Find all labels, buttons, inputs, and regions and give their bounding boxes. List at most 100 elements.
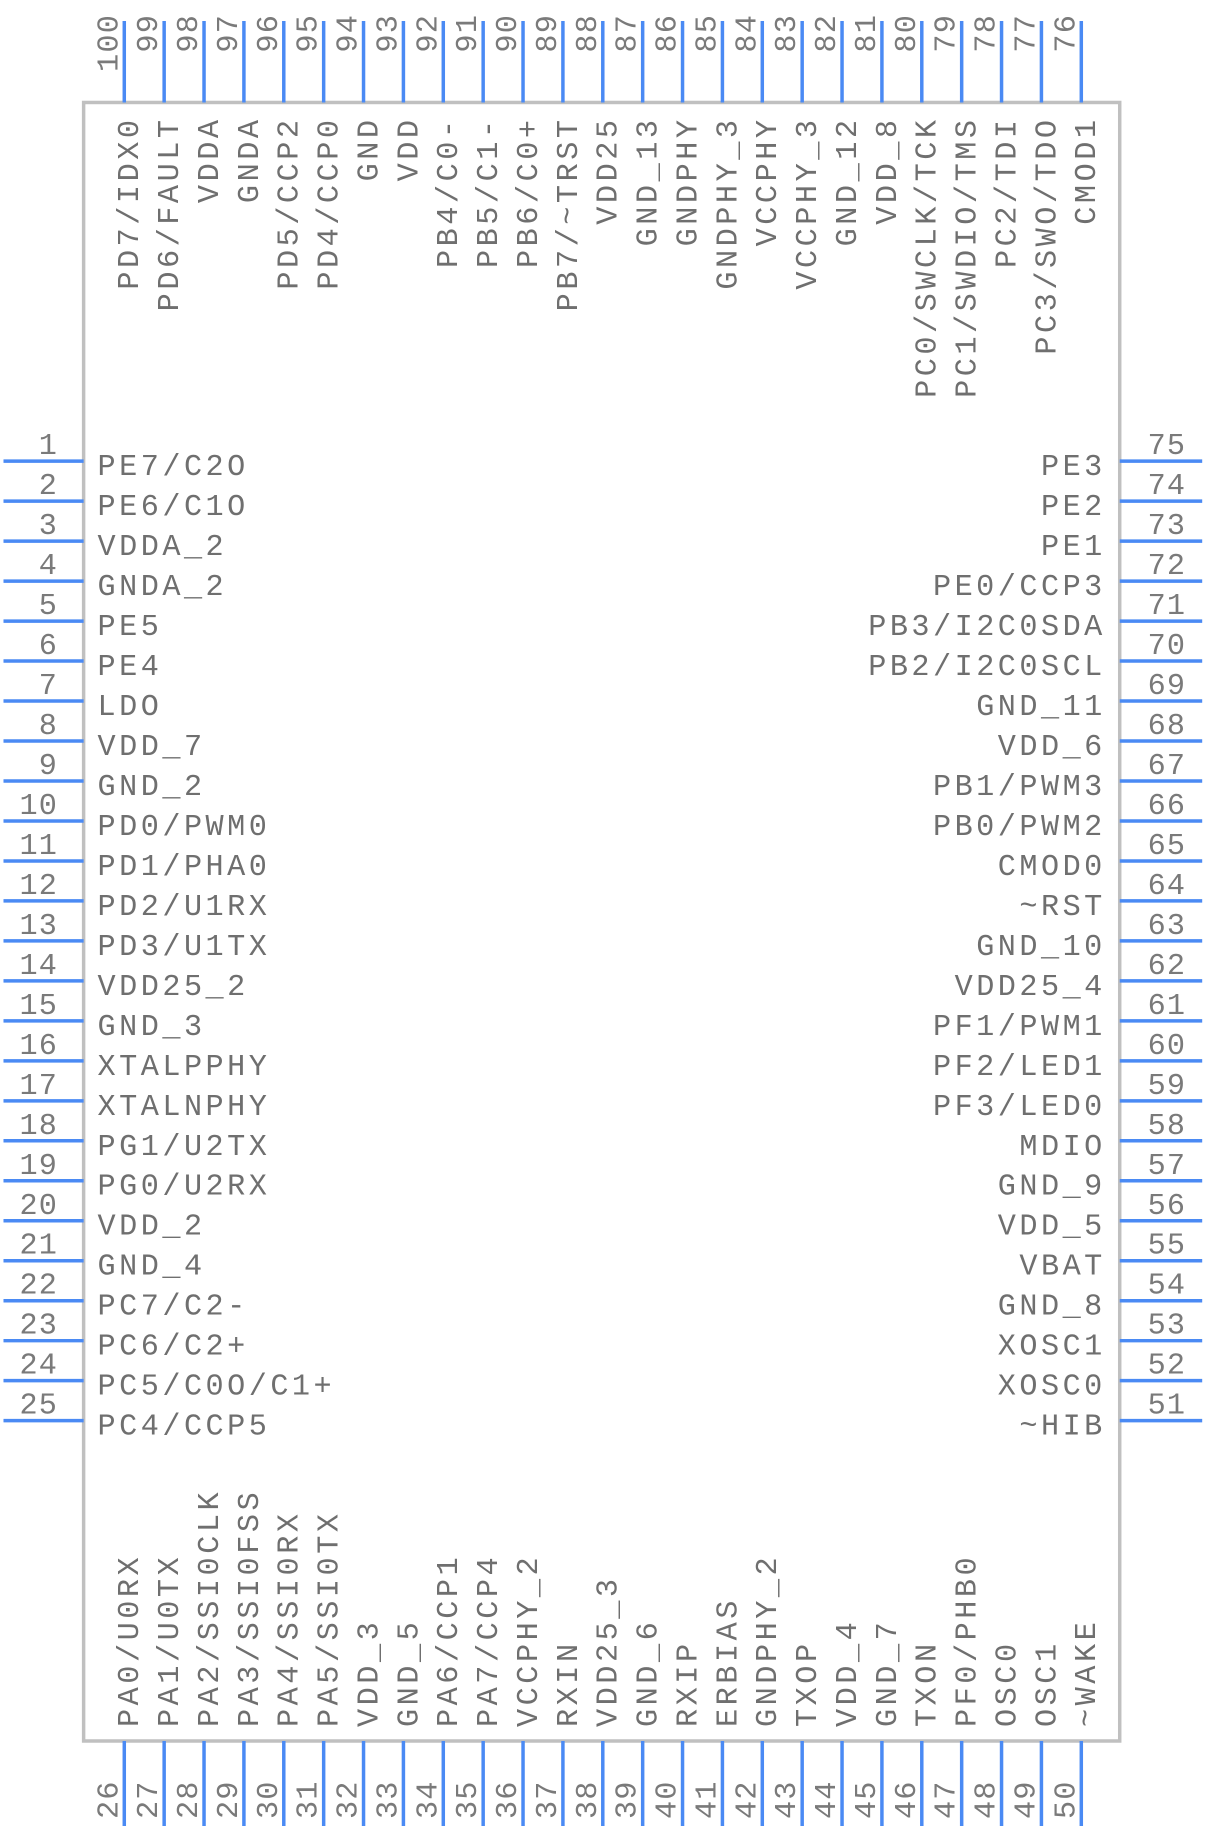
pin-number: 50 <box>1050 1780 1084 1819</box>
pin-label: VDD_4 <box>832 1619 866 1727</box>
pin-number: 16 <box>20 1030 59 1064</box>
pin-label: OSC1 <box>1031 1640 1065 1727</box>
pin-label: PA4/SSI0RX <box>274 1511 308 1728</box>
pin-label: PC5/C0O/C1+ <box>98 1371 336 1405</box>
pin-number: 20 <box>20 1190 59 1224</box>
pin-number: 39 <box>612 1780 646 1819</box>
pin-number: 87 <box>612 14 646 53</box>
pin-label: PB6/C0+ <box>513 116 547 268</box>
pin-label: GNDA_2 <box>98 571 228 605</box>
pin-label: GNDA <box>234 116 268 203</box>
pin-group: 1PE7/C2O2PE6/C1O3VDDA_24GNDA_25PE56PE47L… <box>3 14 1203 1826</box>
pin-label: PE7/C2O <box>98 451 249 485</box>
pin-number: 52 <box>1148 1350 1187 1384</box>
pin-number: 59 <box>1148 1070 1187 1104</box>
pin-label: VDD25 <box>593 116 627 224</box>
pin-label: PB2/I2C0SCL <box>868 651 1106 685</box>
pin-number: 44 <box>811 1780 845 1819</box>
pin-label: PE4 <box>98 651 163 685</box>
pin-label: VBAT <box>1019 1251 1105 1285</box>
pin-number: 2 <box>39 470 58 504</box>
pin-number: 29 <box>213 1780 247 1819</box>
pin-number: 88 <box>572 14 606 53</box>
pin-label: RXIN <box>553 1640 587 1727</box>
pin-number: 15 <box>20 990 59 1024</box>
pin-number: 8 <box>39 710 58 744</box>
pin-label: LDO <box>98 691 163 725</box>
pin-label: PG0/U2RX <box>98 1171 271 1205</box>
pin-number: 5 <box>39 590 58 624</box>
pin-label: XTALPPHY <box>98 1051 271 1085</box>
pin-number: 12 <box>20 870 59 904</box>
pin-label: GND_12 <box>832 116 866 246</box>
pin-number: 65 <box>1148 830 1187 864</box>
pin-number: 31 <box>293 1780 327 1819</box>
pin-label: GND_2 <box>98 771 206 805</box>
pin-number: 3 <box>39 510 58 544</box>
pin-label: PC4/CCP5 <box>98 1411 271 1445</box>
pin-label: PC2/TDI <box>992 116 1026 268</box>
pin-number: 82 <box>811 14 845 53</box>
pin-label: VCCPHY_3 <box>792 116 826 289</box>
pin-label: PD1/PHA0 <box>98 851 271 885</box>
pin-label: VDDA_2 <box>98 531 228 565</box>
pin-number: 81 <box>851 14 885 53</box>
pin-label: VDD_3 <box>354 1619 388 1727</box>
pin-number: 37 <box>532 1780 566 1819</box>
pin-number: 13 <box>20 910 59 944</box>
pin-number: 64 <box>1148 870 1187 904</box>
pin-number: 98 <box>173 14 207 53</box>
pin-label: PD7/IDX0 <box>114 116 148 289</box>
pin-label: GND_10 <box>976 931 1106 965</box>
pin-number: 74 <box>1148 470 1187 504</box>
pin-number: 99 <box>133 14 167 53</box>
pin-label: PB5/C1- <box>473 116 507 268</box>
pin-label: VCCPHY_2 <box>513 1554 547 1727</box>
pin-label: PA0/U0RX <box>114 1554 148 1727</box>
pin-number: 1 <box>39 430 58 464</box>
pin-label: ~WAKE <box>1071 1619 1105 1727</box>
pin-number: 30 <box>253 1780 287 1819</box>
pin-label: PA2/SSI0CLK <box>194 1489 228 1727</box>
pin-number: 55 <box>1148 1230 1187 1264</box>
pin-label: PC1/SWDIO/TMS <box>952 116 986 397</box>
pin-number: 49 <box>1010 1780 1044 1819</box>
pin-number: 94 <box>333 14 367 53</box>
pin-number: 10 <box>20 790 59 824</box>
pin-number: 41 <box>691 1780 725 1819</box>
pin-label: PE0/CCP3 <box>933 571 1106 605</box>
pin-label: PC6/C2+ <box>98 1331 249 1365</box>
pin-label: XOSC0 <box>998 1371 1106 1405</box>
pin-number: 33 <box>372 1780 406 1819</box>
pin-number: 62 <box>1148 950 1187 984</box>
pin-number: 40 <box>652 1780 686 1819</box>
pin-number: 86 <box>652 14 686 53</box>
pin-number: 14 <box>20 950 59 984</box>
pin-label: GND_6 <box>633 1619 667 1727</box>
pin-number: 28 <box>173 1780 207 1819</box>
pin-label: OSC0 <box>992 1640 1026 1727</box>
pin-number: 77 <box>1010 14 1044 53</box>
pin-number: 24 <box>20 1350 59 1384</box>
pin-number: 80 <box>891 14 925 53</box>
pin-label: PD6/FAULT <box>154 116 188 311</box>
pin-number: 4 <box>39 550 58 584</box>
pin-number: 66 <box>1148 790 1187 824</box>
pin-label: PF0/PHB0 <box>952 1554 986 1727</box>
pin-label: ERBIAS <box>712 1597 746 1727</box>
pin-number: 73 <box>1148 510 1187 544</box>
pin-number: 61 <box>1148 990 1187 1024</box>
pin-number: 26 <box>93 1780 127 1819</box>
pin-number: 56 <box>1148 1190 1187 1224</box>
pin-number: 75 <box>1148 430 1187 464</box>
pin-number: 19 <box>20 1150 59 1184</box>
pin-number: 34 <box>412 1780 446 1819</box>
pin-label: PB0/PWM2 <box>933 811 1106 845</box>
pin-label: GNDPHY_3 <box>712 116 746 289</box>
pin-label: GND_8 <box>998 1291 1106 1325</box>
pin-number: 71 <box>1148 590 1187 624</box>
pin-number: 96 <box>253 14 287 53</box>
pin-label: VCCPHY <box>752 116 786 246</box>
pin-label: PF3/LED0 <box>933 1091 1106 1125</box>
